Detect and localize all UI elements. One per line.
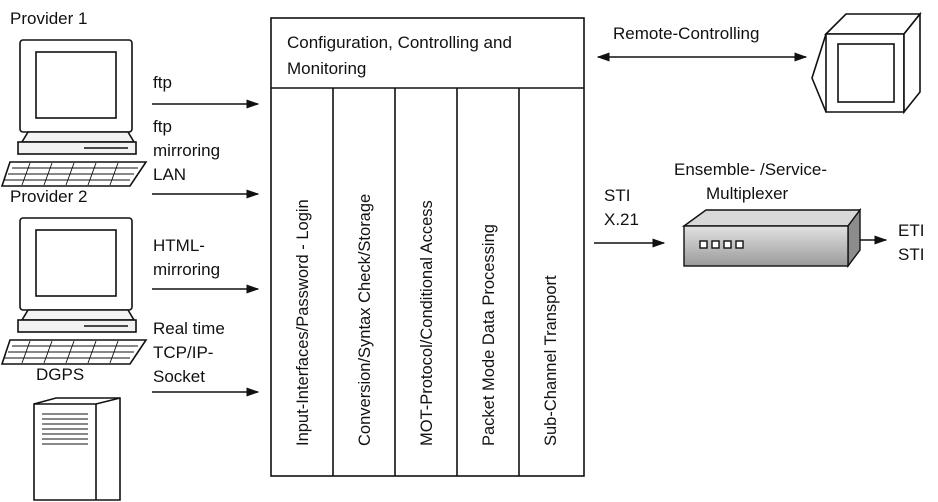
html-label: HTML- bbox=[153, 236, 205, 255]
dgps-label: DGPS bbox=[36, 365, 84, 384]
socket-label: Socket bbox=[153, 367, 205, 386]
provider2-label: Provider 2 bbox=[10, 187, 87, 206]
provider2-computer-icon bbox=[0, 217, 148, 365]
x21-label: X.21 bbox=[604, 210, 639, 229]
multiplexer-device-icon bbox=[681, 207, 862, 269]
sti-label: STI bbox=[604, 186, 630, 205]
mirroring-label: mirroring bbox=[153, 141, 220, 160]
header-line1: Configuration, Controlling and bbox=[287, 33, 512, 52]
provider1-computer-icon bbox=[0, 39, 148, 187]
multiplexer-title-line1: Ensemble- /Service- bbox=[674, 160, 827, 179]
system-box bbox=[270, 17, 585, 477]
column-packet-mode: Packet Mode Data Processing bbox=[480, 224, 498, 446]
column-mot-protocol: MOT-Protocol/Conditional Access bbox=[418, 200, 436, 446]
realtime-label: Real time bbox=[153, 319, 225, 338]
lan-label: LAN bbox=[153, 165, 186, 184]
remote-controlling-label: Remote-Controlling bbox=[613, 24, 759, 43]
ftp-label: ftp bbox=[153, 73, 172, 92]
column-conversion: Conversion/Syntax Check/Storage bbox=[356, 194, 374, 446]
provider1-label: Provider 1 bbox=[10, 9, 87, 28]
eti-label: ETI bbox=[898, 221, 924, 240]
tcpip-label: TCP/IP- bbox=[153, 343, 213, 362]
column-input-interfaces: Input-Interfaces/Password - Login bbox=[294, 199, 312, 446]
multiplexer-title-line2: Multiplexer bbox=[706, 184, 789, 203]
header-line2: Monitoring bbox=[287, 59, 366, 78]
sti-output-label: STI bbox=[898, 245, 924, 264]
ftp2-label: ftp bbox=[153, 117, 172, 136]
dgps-server-icon bbox=[33, 397, 121, 501]
html-mirroring-label: mirroring bbox=[153, 260, 220, 279]
column-sub-channel: Sub-Channel Transport bbox=[542, 275, 560, 446]
remote-terminal-icon bbox=[811, 11, 922, 115]
